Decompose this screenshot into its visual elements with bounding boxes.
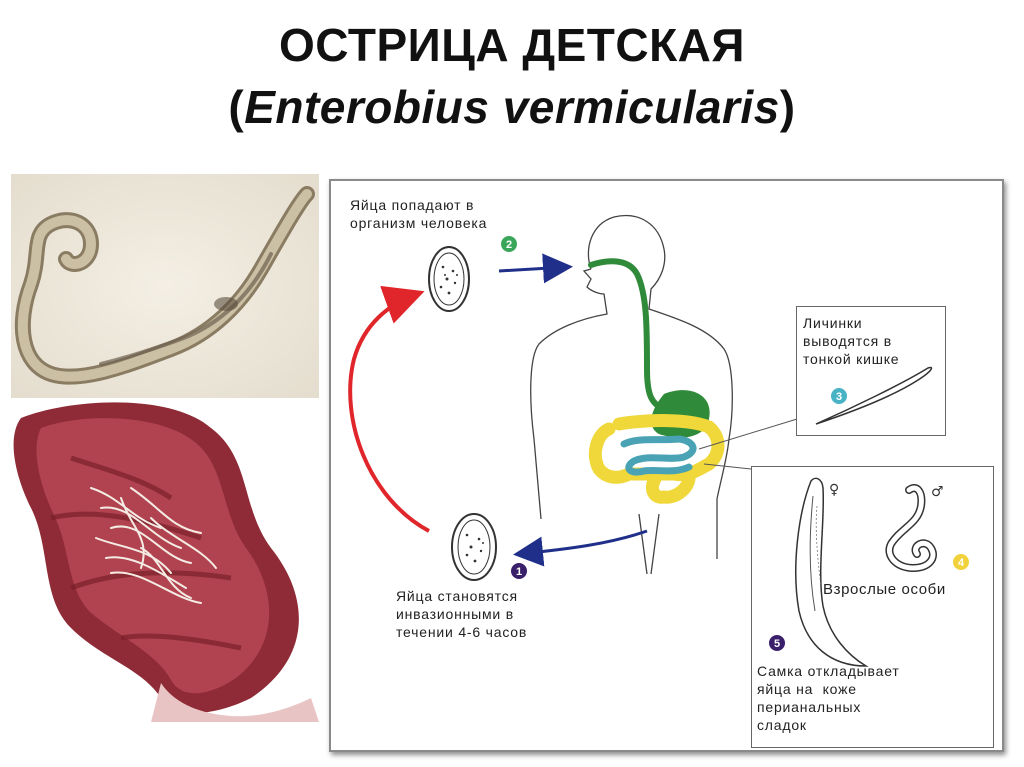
pinworm-photo [11,174,319,398]
step3-number: 3 [836,391,842,403]
step5-label: Самка откладывает яйца на коже перианаль… [757,663,900,733]
male-symbol: ♂ [931,484,944,500]
step3-box [796,306,946,436]
slide-title: ОСТРИЦА ДЕТСКАЯ (Enterobius vermicularis… [0,14,1024,138]
step2-label: Яйца попадают в организм человека [350,197,488,231]
small-intestine [620,435,697,476]
female-symbol: ♀ [829,482,839,498]
step1-label: Яйца становятся инвазионными в течении 4… [396,588,528,640]
larva-drawing: 3 [815,366,933,425]
title-line-1: ОСТРИЦА ДЕТСКАЯ [279,19,745,71]
intestine-photo [11,398,319,722]
step4-label: Взрослые особи [823,581,946,598]
human-body-outline [530,215,733,575]
large-intestine [588,414,725,504]
arrow-to-mouth [498,253,573,284]
title-paren-close: ) [779,81,796,133]
egg-top-icon [428,246,470,312]
step5-box [751,466,994,748]
adult-worms-drawing: ♀ ♂ 4 5 [769,477,969,667]
cycle-arrow [348,285,430,533]
esophagus [588,258,667,412]
step3-label: Личинки выводятся в тонкой кишке [803,315,900,367]
step5-number: 5 [774,638,780,650]
title-line-2: (Enterobius vermicularis) [0,76,1024,138]
arrow-to-egg [513,529,648,567]
step4-number: 4 [958,557,965,569]
title-paren-open: ( [228,81,245,133]
egg-bottom-icon [451,513,497,581]
title-latin-name: Enterobius vermicularis [244,81,780,133]
step1-badge [511,563,527,579]
step2-badge [501,236,517,252]
